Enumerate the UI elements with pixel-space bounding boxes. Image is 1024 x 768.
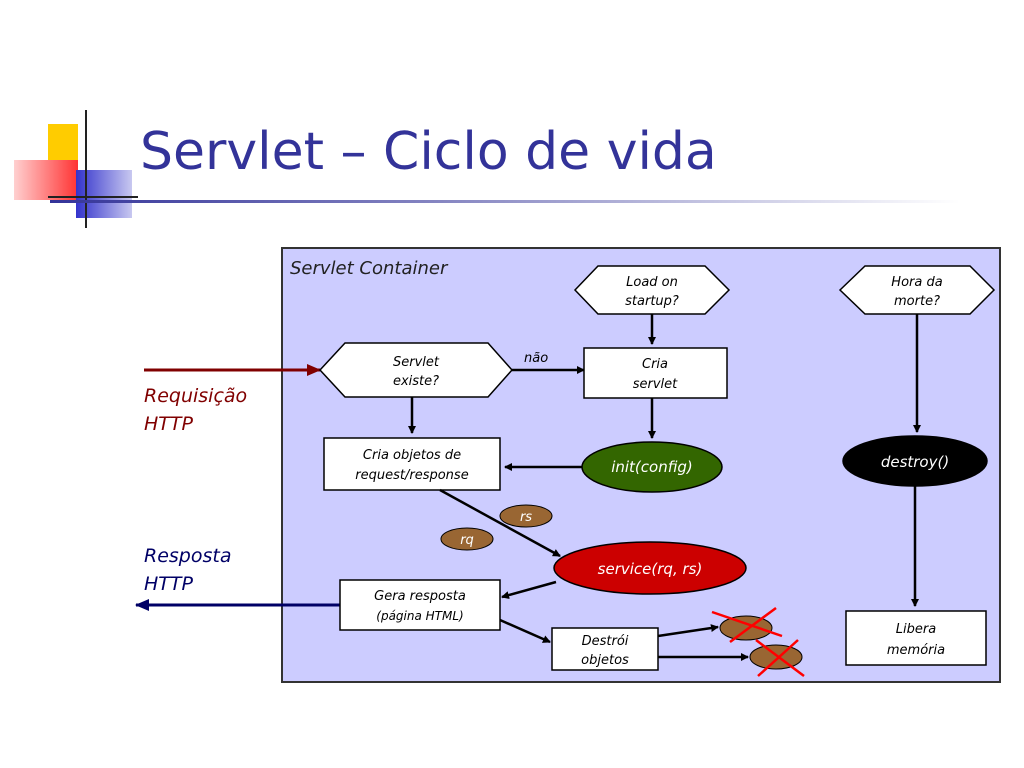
decision-load-on-startup	[573, 265, 731, 315]
box-create-servlet	[583, 347, 728, 399]
decision-servlet-exists-line2: existe?	[393, 374, 439, 389]
box-generate-response	[339, 579, 501, 631]
box-free-memory-line2: memória	[887, 643, 945, 658]
destroyed-token-rq	[719, 615, 773, 641]
objects-to-service-arrow	[439, 488, 561, 558]
box-destroy-objects-line1: Destrói	[582, 634, 629, 649]
request-label: Requisição HTTP	[144, 385, 247, 435]
box-create-servlet-line1: Cria	[642, 357, 668, 372]
token-rq	[440, 527, 494, 551]
token-rs	[499, 504, 553, 528]
oval-service-label: service(rq, rs)	[598, 560, 703, 578]
box-free-memory-line1: Libera	[896, 622, 936, 637]
response-label: Resposta HTTP	[144, 545, 231, 595]
box-generate-response-line1: Gera resposta	[374, 589, 466, 604]
cross-icon-2	[755, 639, 805, 677]
box-create-objects	[323, 437, 501, 491]
box-destroy-objects-line2: objetos	[581, 653, 629, 668]
box-free-memory	[845, 610, 987, 666]
box-create-objects-line1: Cria objetos de	[363, 448, 461, 463]
request-label-line2: HTTP	[144, 413, 193, 435]
box-generate-response-line2: (página HTML)	[376, 609, 463, 623]
request-label-line1: Requisição	[144, 385, 247, 407]
oval-service	[553, 541, 747, 595]
deco-red-square	[14, 160, 78, 200]
slide-title: Servlet – Ciclo de vida	[140, 122, 717, 182]
token-rq-label: rq	[460, 533, 474, 548]
response-to-destroy-objects-arrow	[499, 618, 551, 644]
response-label-line2: HTTP	[144, 573, 193, 595]
service-to-response-arrow	[501, 580, 557, 599]
deco-vertical-line	[85, 110, 87, 228]
box-destroy-objects	[551, 627, 659, 671]
token-rs-label: rs	[520, 510, 532, 525]
decision-death-time-line1: Hora da	[891, 275, 942, 290]
decision-load-on-startup-line2: startup?	[625, 294, 679, 309]
container-label: Servlet Container	[290, 258, 449, 279]
response-label-line1: Resposta	[144, 545, 231, 567]
edge-no-label: não	[524, 351, 548, 366]
oval-destroy-label: destroy()	[881, 453, 949, 471]
destroy-to-rq-arrow	[657, 624, 719, 638]
box-create-servlet-line2: servlet	[633, 377, 678, 392]
destroyed-token-rs	[749, 644, 803, 670]
decision-load-on-startup-line1: Load on	[626, 275, 678, 290]
decision-death-time-line2: morte?	[894, 294, 940, 309]
deco-horizontal-line	[48, 196, 138, 198]
box-create-objects-line2: request/response	[355, 468, 468, 483]
decision-death-time	[838, 265, 996, 315]
oval-init-label: init(config)	[611, 458, 693, 476]
title-underline	[50, 200, 960, 203]
cross-icon	[711, 606, 783, 644]
decision-servlet-exists-line1: Servlet	[393, 355, 440, 370]
